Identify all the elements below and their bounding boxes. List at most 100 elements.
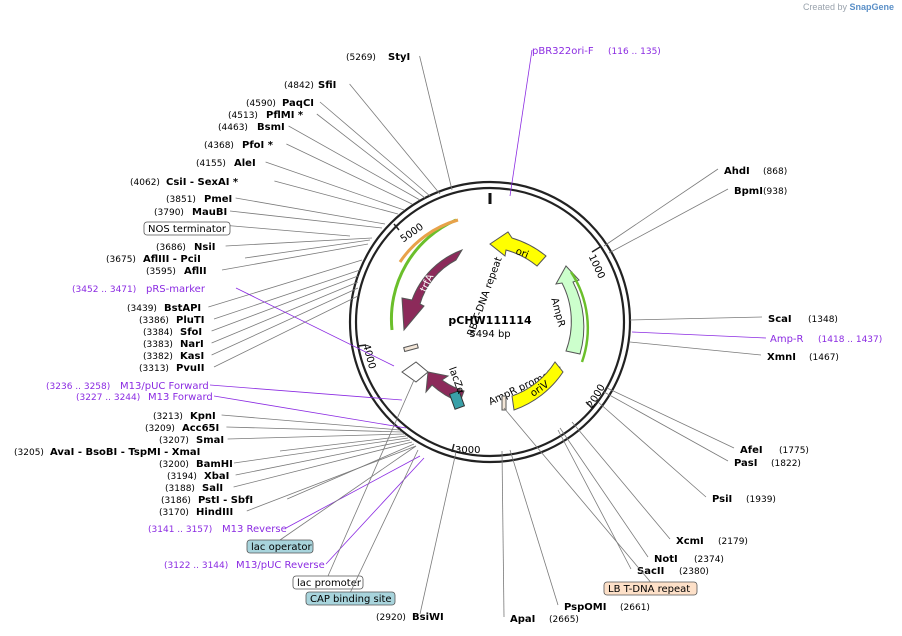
site-xbai[interactable]: XbaI [204, 471, 229, 482]
box-nos-terminator[interactable] [143, 221, 231, 236]
primer-range-amp-r: (1418 .. 1437) [818, 335, 882, 345]
box-lac-operator[interactable] [246, 539, 314, 554]
site-line-sacii [557, 429, 632, 570]
site-sfoi[interactable]: SfoI [180, 327, 202, 338]
site-pos-hindiii: (3170) [159, 508, 189, 518]
site-pspomi[interactable]: PspOMI [564, 602, 606, 613]
site-maubi[interactable]: MauBI [192, 207, 227, 218]
primer-pbr322ori-f[interactable]: pBR322ori-F [532, 46, 594, 57]
tick-mark-4000 [357, 344, 367, 347]
site-noti[interactable]: NotI [654, 554, 678, 565]
site-pos-paqci: (4590) [246, 99, 276, 109]
backbone-outer [348, 180, 632, 464]
site-line-bstapi [208, 259, 363, 308]
plasmid-size: 5494 bp [469, 329, 510, 340]
box-label-lb-t-dna-repeat: LB T-DNA repeat [608, 584, 690, 595]
site-pos-afliii-pcii: (3675) [106, 255, 136, 265]
primer-m13-reverse[interactable]: M13 Reverse [222, 524, 287, 535]
site-line-nsii [225, 237, 373, 247]
site-pfoi[interactable]: PfoI * [242, 140, 274, 151]
site-line-pmei [235, 197, 386, 225]
trfa-feature[interactable] [401, 249, 464, 332]
site-acc65i[interactable]: Acc65I [182, 423, 219, 434]
nos-terminator-feature[interactable] [398, 218, 459, 263]
primer-range-m13-puc-reverse: (3122 .. 3144) [164, 561, 228, 571]
tick-2000: 2000 [586, 383, 608, 411]
site-hindiii[interactable]: HindIII [196, 507, 233, 518]
primer-range-m13-reverse: (3141 .. 3157) [148, 525, 212, 535]
site-line-alei [265, 161, 405, 211]
site-pmei[interactable]: PmeI [204, 194, 232, 205]
primer-m13-forward[interactable]: M13 Forward [148, 392, 213, 403]
site-bpmi[interactable]: BpmI [734, 186, 763, 197]
site-line-xcmi [571, 421, 671, 540]
site-pos-bstapi: (3439) [127, 304, 157, 314]
site-alei[interactable]: AleI [234, 158, 256, 169]
site-smai[interactable]: SmaI [196, 435, 224, 446]
site-psti-sbfi[interactable]: PstI - SbfI [198, 495, 253, 506]
site-bamhi[interactable]: BamHI [196, 459, 233, 470]
site-nsii[interactable]: NsiI [194, 242, 215, 253]
site-line-bpmi [608, 188, 729, 254]
site-aflii[interactable]: AflII [184, 266, 207, 277]
ori-feature[interactable] [489, 231, 547, 267]
site-paqci[interactable]: PaqCI [282, 98, 314, 109]
site-line-paqci [319, 101, 431, 197]
site-scai[interactable]: ScaI [768, 314, 792, 325]
site-pasi[interactable]: PasI [734, 458, 757, 469]
site-line-maubi [229, 210, 383, 229]
site-line-ahdi [603, 168, 719, 247]
site-pos-afei: (1775) [779, 446, 809, 456]
site-sacii[interactable]: SacII [637, 566, 664, 577]
site-pos-noti: (2374) [694, 555, 724, 565]
site-line-kpni [221, 414, 401, 431]
primer-m13-puc-reverse[interactable]: M13/pUC Reverse [236, 560, 325, 571]
site-xmni[interactable]: XmnI [767, 352, 796, 363]
primer-m13-puc-forward[interactable]: M13/pUC Forward [120, 381, 209, 392]
oriv-feature[interactable] [511, 361, 564, 411]
box-label-lac-promoter: lac promoter [297, 578, 362, 589]
site-avai-bsobi-tspmi-xmai[interactable]: AvaI - BsoBI - TspMI - XmaI [50, 447, 200, 458]
box-cap-binding-site[interactable] [305, 591, 396, 606]
site-line-styi [419, 55, 453, 191]
site-bsmi[interactable]: BsmI [257, 122, 285, 133]
site-pos-styi: (5269) [346, 53, 376, 63]
left-primer-arrow [389, 218, 457, 331]
site-pos-scai: (1348) [808, 315, 838, 325]
site-ahdi[interactable]: AhdI [724, 166, 750, 177]
site-pos-xcmi: (2179) [718, 537, 748, 547]
site-line-sali [233, 441, 413, 488]
site-pos-aflii: (3595) [146, 267, 176, 277]
primer-line-m13-reverse [285, 455, 421, 529]
tick-mark-2000 [585, 401, 593, 409]
site-csii-sexai[interactable]: CsiI - SexAI * [166, 177, 239, 188]
lac-operator-feature[interactable] [448, 390, 466, 410]
box-lb-t-dna-repeat[interactable] [603, 581, 698, 596]
site-afei[interactable]: AfeI [740, 445, 763, 456]
site-pflmi[interactable]: PflMI * [266, 110, 304, 121]
site-styi[interactable]: StyI [388, 52, 410, 63]
site-line-bamhi [233, 437, 409, 464]
site-pluti[interactable]: PluTI [176, 315, 204, 326]
site-nari[interactable]: NarI [180, 339, 204, 350]
site-bstapi[interactable]: BstAPI [164, 303, 201, 314]
primer-amp-r[interactable]: Amp-R [770, 334, 804, 345]
ampr-feature[interactable] [555, 265, 585, 355]
site-line-pluti [213, 269, 361, 320]
site-pos-alei: (4155) [196, 159, 226, 169]
box-lac-promoter[interactable] [292, 575, 364, 590]
site-psii[interactable]: PsiI [712, 494, 732, 505]
site-bsiwi[interactable]: BsiWI [412, 612, 444, 623]
site-apai[interactable]: ApaI [510, 614, 535, 625]
site-sfii[interactable]: SfiI [318, 80, 336, 91]
site-xcmi[interactable]: XcmI [676, 536, 704, 547]
primer-prs-marker[interactable]: pRS-marker [146, 284, 206, 295]
lac-promoter-feature[interactable] [401, 361, 429, 383]
lb-repeat-feature[interactable] [501, 395, 507, 411]
site-kpni[interactable]: KpnI [190, 411, 216, 422]
site-line-acc65i [226, 426, 403, 433]
site-sali[interactable]: SalI [202, 483, 223, 494]
site-pvuii[interactable]: PvuII [176, 363, 204, 374]
site-afliii-pcii[interactable]: AflIII - PciI [143, 254, 201, 265]
site-kasi[interactable]: KasI [180, 351, 204, 362]
